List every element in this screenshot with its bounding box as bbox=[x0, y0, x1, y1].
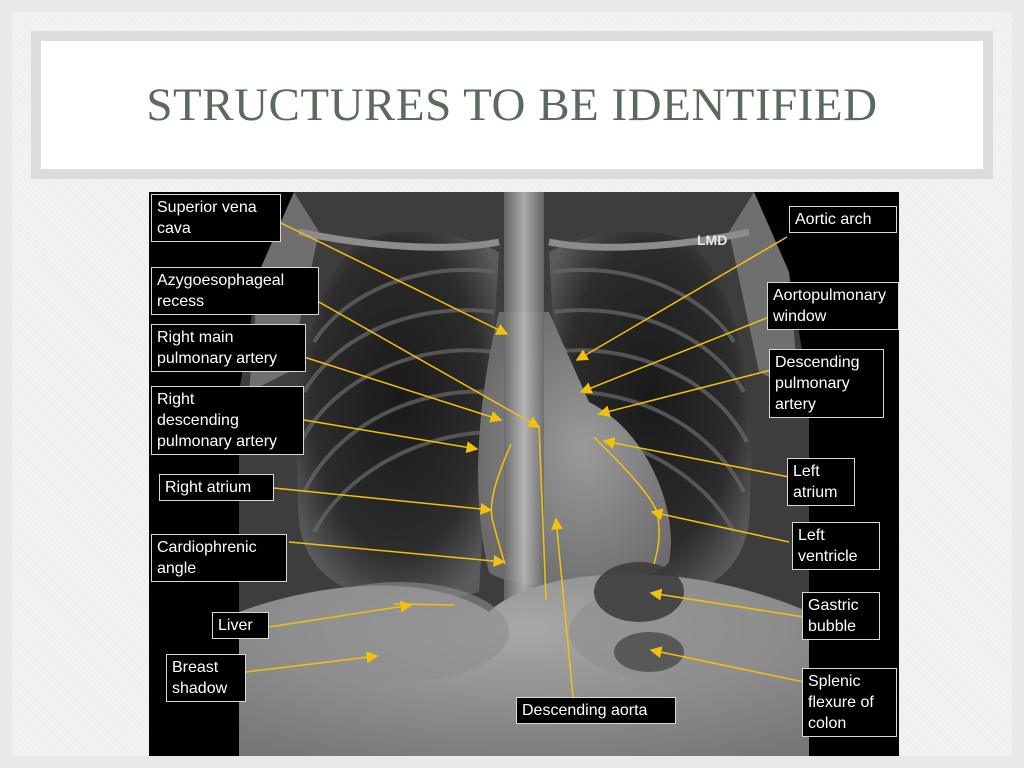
label-gastric-bubble: Gastric bubble bbox=[802, 592, 880, 640]
title-panel: STRUCTURES TO BE IDENTIFIED bbox=[41, 41, 983, 169]
chest-xray-image: LMD Superior vena cava Azygoesophageal r… bbox=[149, 192, 899, 756]
label-aortic-arch: Aortic arch bbox=[789, 206, 897, 233]
label-azygoesophageal-recess: Azygoesophageal recess bbox=[151, 267, 319, 315]
label-descending-aorta: Descending aorta bbox=[516, 697, 676, 724]
label-left-atrium: Left atrium bbox=[787, 458, 855, 506]
label-breast-shadow: Breast shadow bbox=[166, 654, 246, 702]
xray-drawing bbox=[239, 192, 809, 756]
label-right-descending-pulmonary-artery: Right descending pulmonary artery bbox=[151, 386, 304, 455]
label-splenic-flexure-of-colon: Splenic flexure of colon bbox=[802, 668, 897, 737]
label-descending-pulmonary-artery: Descending pulmonary artery bbox=[769, 349, 884, 418]
label-aortopulmonary-window: Aortopulmonary window bbox=[767, 282, 899, 330]
label-right-atrium: Right atrium bbox=[159, 474, 274, 501]
slide-title: STRUCTURES TO BE IDENTIFIED bbox=[146, 79, 878, 131]
label-cardiophrenic-angle: Cardiophrenic angle bbox=[151, 534, 287, 582]
title-frame: STRUCTURES TO BE IDENTIFIED bbox=[31, 31, 993, 179]
lmd-marker: LMD bbox=[697, 232, 728, 248]
label-right-main-pulmonary-artery: Right main pulmonary artery bbox=[151, 324, 306, 372]
label-left-ventricle: Left ventricle bbox=[792, 522, 880, 570]
label-superior-vena-cava: Superior vena cava bbox=[151, 194, 281, 242]
label-liver: Liver bbox=[212, 612, 269, 639]
